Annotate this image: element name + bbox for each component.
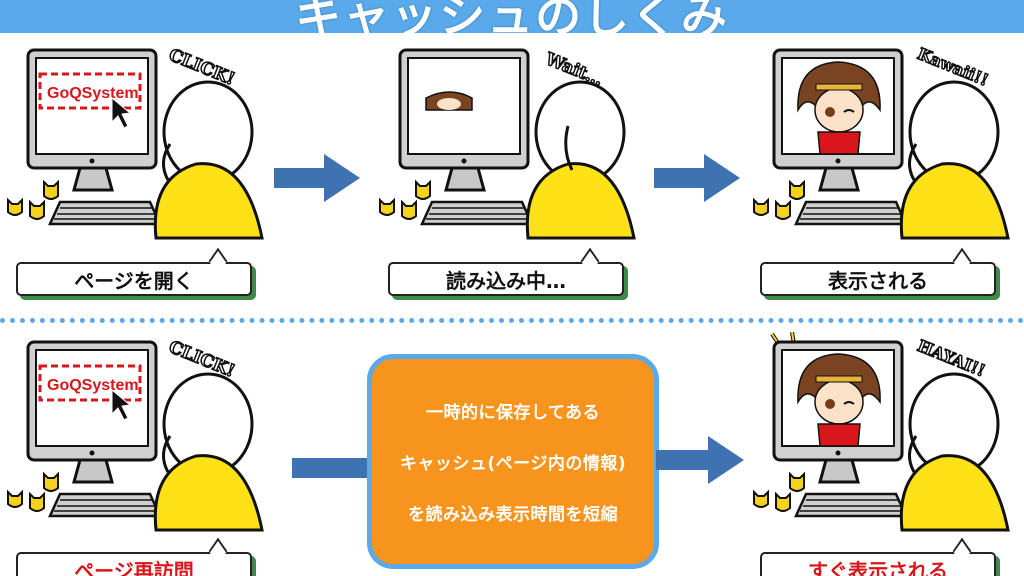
page-title: キャッシュのしくみ xyxy=(295,0,729,33)
monitor xyxy=(398,48,530,192)
person xyxy=(153,372,264,532)
keyboard xyxy=(48,492,162,518)
cat-figurines xyxy=(7,179,59,220)
cursor-icon xyxy=(111,96,132,129)
arrow-right-icon xyxy=(274,154,360,202)
cursor-icon xyxy=(111,388,132,421)
cat-figurines xyxy=(7,471,59,512)
svg-text:GoQSystem: GoQSystem xyxy=(47,377,139,394)
cat-figurines xyxy=(753,471,805,512)
keyboard xyxy=(794,200,908,226)
keyboard xyxy=(794,492,908,518)
caption-instant-display: すぐ表示される xyxy=(760,552,996,576)
scene-revisit: GoQSystem CLICK! xyxy=(7,336,264,532)
character-partial-image xyxy=(425,91,473,111)
arrow-right-icon xyxy=(656,436,744,484)
person xyxy=(899,80,1010,240)
goq-logo: GoQSystem xyxy=(38,364,142,402)
arrow-right-icon xyxy=(292,458,370,478)
caption-page-open: ページを開く xyxy=(16,262,252,296)
cache-explanation-box: 一時的に保存してある キャッシュ(ページ内の情報) を読み込み表示時間を短縮 xyxy=(367,354,659,569)
person xyxy=(899,372,1010,532)
info-line: を読み込み表示時間を短縮 xyxy=(408,505,618,525)
keyboard xyxy=(420,200,534,226)
character-image xyxy=(797,61,881,155)
arrow-right-icon xyxy=(654,154,740,202)
info-line: 一時的に保存してある xyxy=(426,403,600,423)
goq-logo: GoQSystem xyxy=(38,72,142,110)
scene-page-open: GoQSystem CLICK! xyxy=(7,44,264,240)
caption-loading: 読み込み中… xyxy=(388,262,624,296)
scene-instant-display: HAYAI!! xyxy=(753,332,1010,532)
monitor xyxy=(26,340,158,484)
scene-loading: Wait… xyxy=(379,48,636,240)
scene-displayed: Kawaii!! xyxy=(753,43,1010,240)
person xyxy=(525,80,636,240)
svg-text:GoQSystem: GoQSystem xyxy=(47,85,139,102)
cat-figurines xyxy=(379,179,431,220)
info-line: キャッシュ(ページ内の情報) xyxy=(399,454,627,474)
caption-displayed: 表示される xyxy=(760,262,996,296)
character-image xyxy=(797,353,881,447)
keyboard xyxy=(48,200,162,226)
caption-revisit: ページ再訪問 xyxy=(16,552,252,576)
row-divider xyxy=(0,318,1024,323)
title-bar: キャッシュのしくみ xyxy=(0,0,1024,33)
person xyxy=(153,80,264,240)
monitor xyxy=(26,48,158,192)
cat-figurines xyxy=(753,179,805,220)
